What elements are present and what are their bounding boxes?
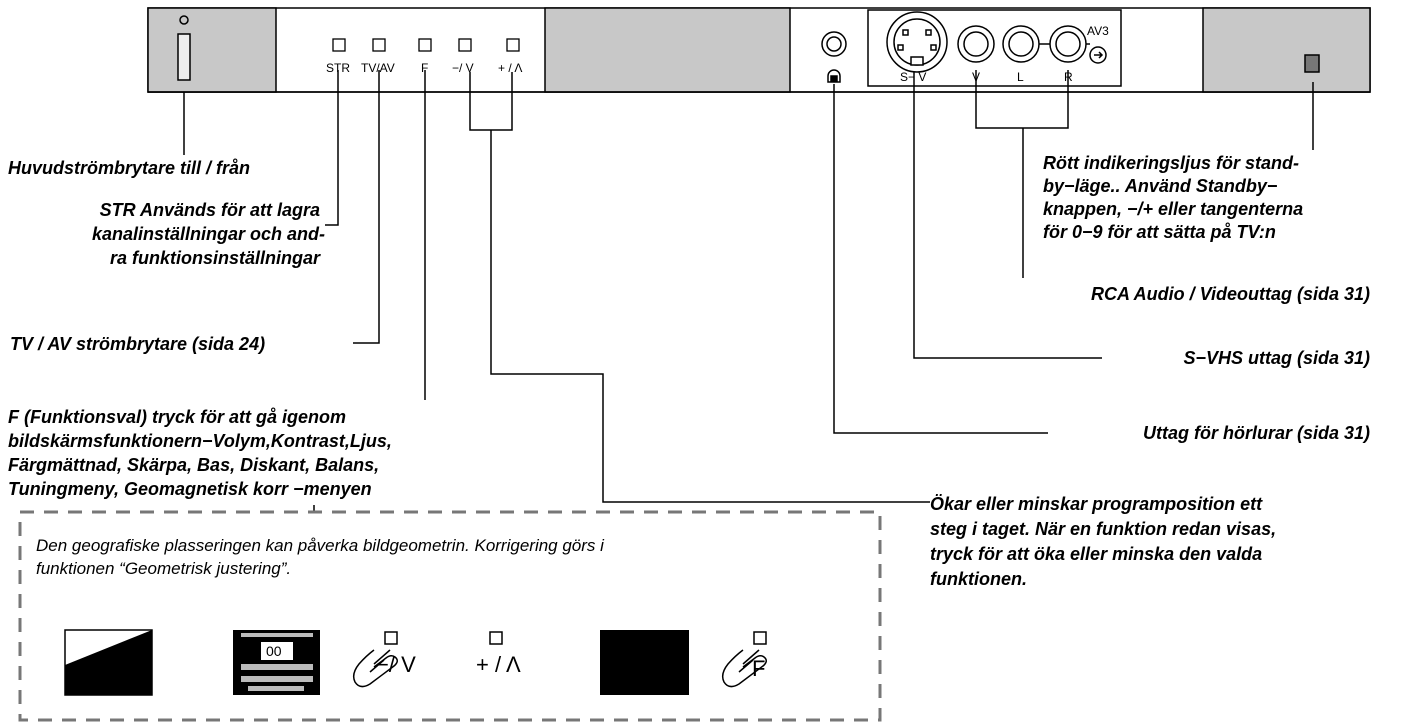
f-button <box>418 38 432 52</box>
geometry-black-screen <box>600 630 689 695</box>
leader-lines <box>183 70 1314 512</box>
front-panel <box>147 7 1371 93</box>
standby-callout-line-3: knappen, −/+ eller tangenterna <box>1043 199 1304 219</box>
plus-button-icon <box>489 631 503 645</box>
tvav-button-label: TV/AV <box>361 61 395 75</box>
l-jack-label: L <box>1017 70 1024 84</box>
svhs-callout: S−VHS uttag (sida 31) <box>1183 348 1370 368</box>
headphone-jack <box>821 31 847 83</box>
f-button-label: F <box>421 61 429 75</box>
note-line-1: Den geografiske plasseringen kan påverka… <box>36 536 604 555</box>
note-box <box>18 510 882 722</box>
plus-button <box>506 38 520 52</box>
v-jack-label: V <box>972 70 981 84</box>
str-button <box>332 38 346 52</box>
program-callout-line-2: steg i taget. När en funktion redan visa… <box>930 519 1277 539</box>
standby-indicator <box>1304 54 1320 73</box>
geometry-menu-screen <box>233 630 320 695</box>
headphones-callout: Uttag för hörlurar (sida 31) <box>1142 423 1370 443</box>
str-callout-line-2: kanalinställningar och and- <box>91 224 325 244</box>
screen-value: 00 <box>266 643 282 659</box>
f-callout-line-2: bildskärmsfunktionern−Volym,Kontrast,Lju… <box>8 431 392 451</box>
geometry-tilted-screen <box>64 629 153 696</box>
program-callout-line-4: funktionen. <box>930 569 1027 589</box>
program-callout-line-3: tryck för att öka eller minska den valda <box>930 544 1263 564</box>
standby-callout-line-4: för 0−9 för att sätta på TV:n <box>1043 222 1276 242</box>
hand-press-minus-icon <box>352 631 398 688</box>
plus-button-label: + / Λ <box>498 61 523 75</box>
panel-buttons <box>332 38 520 52</box>
screen-value-box <box>260 641 294 661</box>
f-callout-line-1: F (Funktionsval) tryck för att gå igenom <box>8 407 347 427</box>
standby-callout-line-1: Rött indikeringsljus för stand- <box>1043 153 1300 173</box>
svideo-label: S− V <box>900 70 927 84</box>
f-hint-label: F <box>752 656 766 681</box>
power-callout: Huvudströmbrytare till / från <box>8 158 251 178</box>
av3-label: AV3 <box>1087 24 1109 38</box>
plus-hint-label: + / Λ <box>476 652 521 677</box>
hand-press-f-icon <box>721 631 767 688</box>
rca-callout: RCA Audio / Videouttag (sida 31) <box>1090 284 1370 304</box>
program-callout-line-1: Ökar eller minskar programposition ett <box>930 494 1263 514</box>
minus-button-label: −/ V <box>452 61 474 75</box>
minus-button <box>458 38 472 52</box>
str-callout-line-1: STR Används för att lagra <box>99 200 320 220</box>
f-callout-line-3: Färgmättnad, Skärpa, Bas, Diskant, Balan… <box>8 455 380 475</box>
str-button-label: STR <box>326 61 350 75</box>
minus-hint-label: −/ V <box>376 652 416 677</box>
r-jack-label: R <box>1064 70 1073 84</box>
f-callout-line-4: Tuningmeny, Geomagnetisk korr −menyen <box>8 479 372 499</box>
note-line-2: funktionen “Geometrisk justering”. <box>36 559 292 578</box>
av3-jacks <box>867 9 1122 87</box>
power-switch <box>177 15 191 81</box>
tvav-button <box>372 38 386 52</box>
standby-callout-line-2: by−läge.. Använd Standby− <box>1043 176 1278 196</box>
str-callout-line-3: ra funktionsinställningar <box>109 248 320 268</box>
tvav-callout: TV / AV strömbrytare (sida 24) <box>10 334 266 354</box>
